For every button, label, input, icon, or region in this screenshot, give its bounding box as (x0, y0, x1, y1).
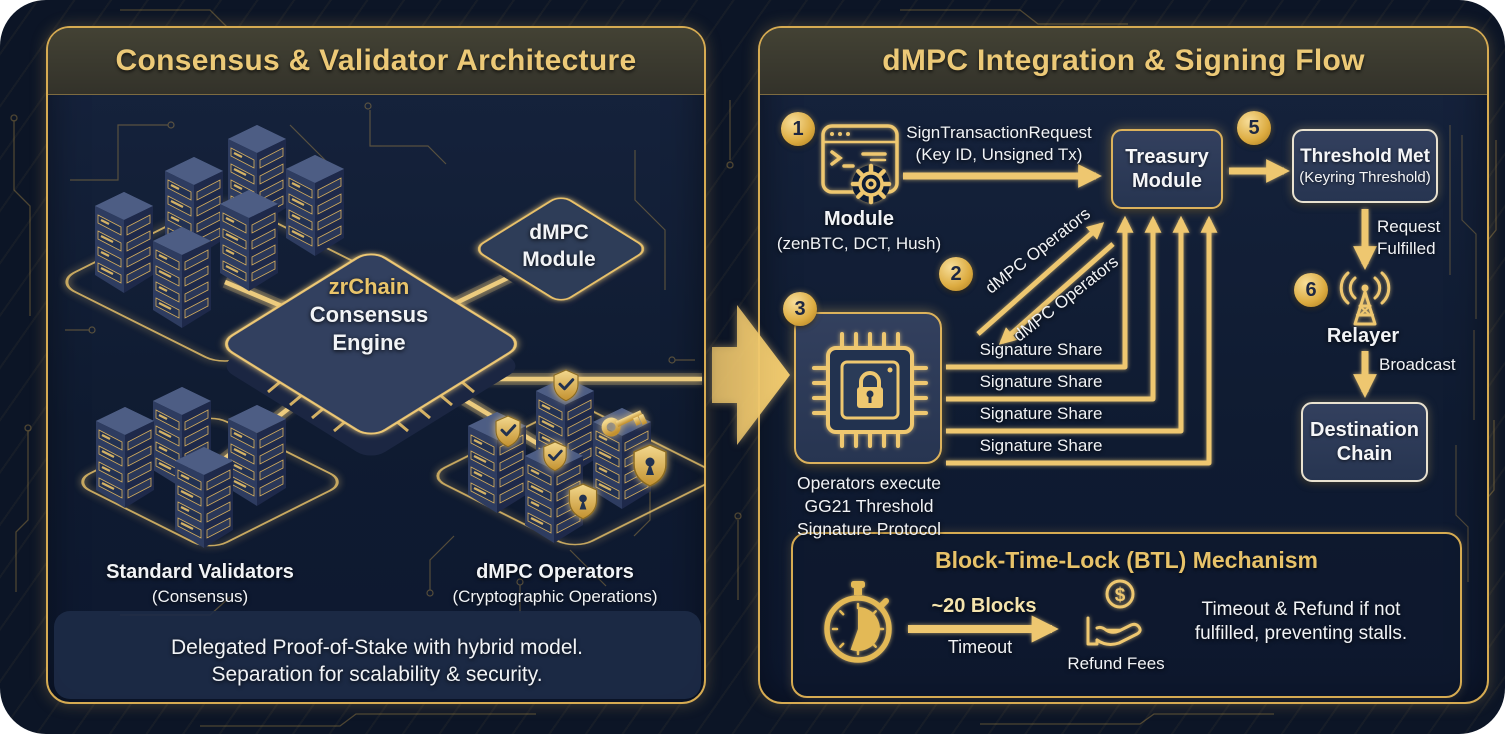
treasury-line1: Treasury (1125, 145, 1209, 168)
caption-line2: Separation for scalability & security. (211, 663, 543, 687)
treasury-line2: Module (1132, 170, 1202, 192)
destination-line1: Destination (1310, 418, 1419, 441)
step-6-badge: 6 (1294, 273, 1328, 307)
panel-connector-arrow (648, 305, 790, 445)
module-sub: (zenBTC, DCT, Hush) (776, 233, 942, 253)
sign-request-label: SignTransactionRequest (Key ID, Unsigned… (884, 122, 1114, 166)
standard-validators-sub: (Consensus) (151, 586, 249, 606)
step-5-badge: 5 (1237, 111, 1271, 145)
gg21-line1: Operators execute (797, 473, 941, 493)
arrow-signature-share-3 (946, 215, 1190, 434)
request-fulfilled-line1: Request (1377, 217, 1441, 236)
module-label: Module (zenBTC, DCT, Hush) (764, 207, 954, 254)
dmpc-module-diamond (477, 197, 645, 309)
btl-timeout-label: Timeout (947, 637, 1013, 657)
right-panel: Treasury Module Threshold Met (Keyring T… (758, 26, 1489, 704)
btl-box: Block-Time-Lock (BTL) Mechanism (791, 532, 1462, 698)
signature-share-label-2: Signature Share (979, 372, 1103, 391)
dmpc-operators-label: dMPC Operators (Cryptographic Operations… (405, 560, 705, 607)
consensus-chip-diamond (225, 253, 517, 456)
relayer-label: Relayer (1326, 325, 1400, 347)
left-panel-title: Consensus & Validator Architecture (115, 44, 637, 77)
left-inner-traces (65, 102, 695, 616)
sign-request-line1: SignTransactionRequest (906, 123, 1092, 142)
right-panel-header: dMPC Integration & Signing Flow (760, 28, 1487, 95)
signature-share-label-4: Signature Share (979, 436, 1103, 455)
chip-brand: zrChain (328, 273, 410, 299)
caption-band (54, 611, 701, 699)
relayer-antenna-icon (1339, 271, 1391, 326)
sign-request-line2: (Key ID, Unsigned Tx) (915, 144, 1083, 164)
btl-refund-fees-label: Refund Fees (1067, 654, 1165, 673)
mpc-chip-box (794, 312, 942, 464)
dmpc-module-line1: dMPC (529, 221, 589, 245)
destination-line2: Chain (1336, 443, 1393, 465)
request-fulfilled-line2: Fulfilled (1377, 238, 1436, 258)
left-panel-caption: Delegated Proof-of-Stake with hybrid mod… (97, 634, 657, 689)
caption-line1: Delegated Proof-of-Stake with hybrid mod… (170, 636, 584, 659)
btl-blocks-label: ~20 Blocks (931, 595, 1037, 617)
chip-line2: Consensus (309, 301, 429, 327)
standard-validators-label: Standard Validators (Consensus) (70, 560, 330, 607)
dmpc-operators-sub: (Cryptographic Operations) (452, 586, 658, 606)
step-3-badge: 3 (783, 292, 817, 326)
signature-share-label-1: Signature Share (979, 340, 1103, 359)
key-icon (601, 410, 648, 437)
gg21-label: Operators execute GG21 Threshold Signatu… (764, 472, 974, 541)
left-panel-header: Consensus & Validator Architecture (48, 28, 704, 95)
destination-chain-box: Destination Chain (1301, 402, 1428, 482)
treasury-module-box: Treasury Module (1111, 129, 1223, 209)
dmpc-module-label: dMPC Module (479, 220, 639, 274)
threshold-line2: (Keyring Threshold) (1299, 168, 1431, 186)
threshold-met-box: Threshold Met (Keyring Threshold) (1292, 129, 1438, 203)
threshold-line1: Threshold Met (1300, 145, 1430, 167)
left-panel: Consensus & Validator Architecture zrCha… (46, 26, 706, 704)
dmpc-operators-title: dMPC Operators (476, 561, 634, 583)
dmpc-module-line2: Module (522, 248, 596, 271)
dmpc-operator-cluster (466, 368, 667, 545)
step-2-badge: 2 (939, 257, 973, 291)
broadcast-label: Broadcast (1379, 355, 1456, 374)
btl-title: Block-Time-Lock (BTL) Mechanism (935, 547, 1318, 573)
left-panel-illustration (54, 102, 705, 699)
validator-cluster-bottom (94, 386, 288, 550)
gg21-line2: GG21 Threshold (804, 496, 934, 517)
module-title: Module (824, 208, 894, 230)
signature-share-label-3: Signature Share (979, 404, 1103, 423)
right-panel-title: dMPC Integration & Signing Flow (882, 44, 1365, 77)
consensus-chip-label: zrChain Consensus Engine (259, 273, 479, 357)
chip-line3: Engine (332, 330, 406, 356)
btl-note: Timeout & Refund if not fulfilled, preve… (1146, 598, 1456, 647)
btl-note-line1: Timeout & Refund if not (1201, 599, 1401, 620)
step-1-badge: 1 (781, 112, 815, 146)
btl-note-line2: fulfilled, preventing stalls. (1194, 623, 1408, 645)
standard-validators-title: Standard Validators (106, 561, 294, 583)
request-fulfilled-label: Request Fulfilled (1377, 216, 1467, 260)
gg21-line3: Signature Protocol (797, 519, 941, 540)
